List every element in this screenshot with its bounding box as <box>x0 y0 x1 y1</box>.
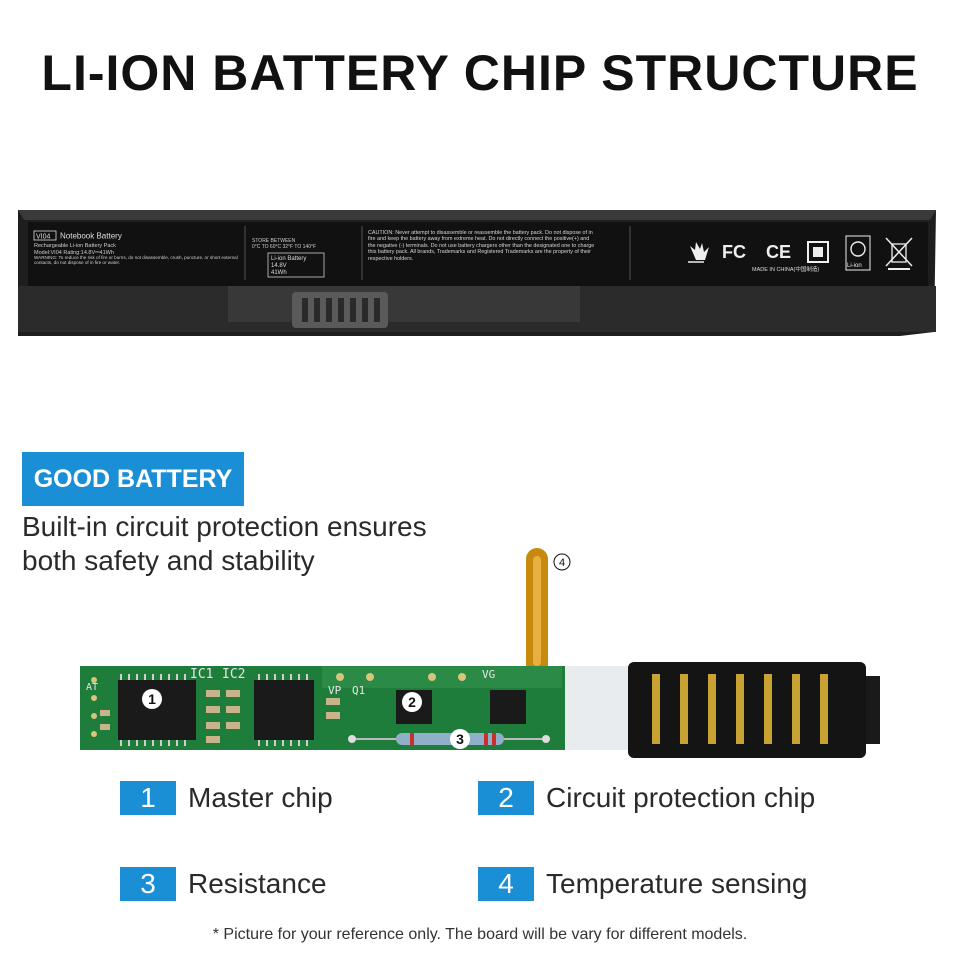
label-ic1: IC1 <box>190 667 213 682</box>
store-range: 0°C TO 60°C 32°F TO 140°F <box>252 244 316 250</box>
footnote: * Picture for your reference only. The b… <box>212 926 748 943</box>
label-at: AT <box>86 682 98 693</box>
voltage-box-line3: 41Wh <box>271 270 287 276</box>
legend-number-3: 3 <box>120 867 176 901</box>
legend-number-1: 1 <box>120 781 176 815</box>
battery-model-rating: Model:VI04 Rating:14.8V⎓41Wh <box>34 250 114 256</box>
legend-label-circuit-protection-chip: Circuit protection chip <box>546 782 816 813</box>
li-ion-mark: Li-ion <box>847 263 862 269</box>
legend-number-4: 4 <box>478 867 534 901</box>
crossed-bin-icon <box>885 237 913 270</box>
subtitle-line-2: both safety and stability <box>22 545 315 576</box>
marker-4: 4 <box>559 557 565 569</box>
subtitle-line-1: Built-in circuit protection ensures <box>22 511 427 542</box>
marker-3: 3 <box>456 731 464 747</box>
good-battery-badge: GOOD BATTERY <box>22 452 244 506</box>
battery-model-box: VI04 <box>36 234 51 241</box>
battery-name: Notebook Battery <box>60 232 122 241</box>
page-title: LI-ION BATTERY CHIP STRUCTURE <box>41 45 919 101</box>
ce-mark: CE <box>766 242 791 262</box>
pcb-board-image: IC1 IC2 VP Q1 VG AT 1 2 3 4 <box>0 540 960 770</box>
battery-image: VI04 Notebook Battery Rechargeable Li-io… <box>0 200 960 350</box>
legend-number-2: 2 <box>478 781 534 815</box>
voltage-box-line1: Li-ion Battery <box>271 256 306 262</box>
battery-warning: WARNING: To reduce the risk of fire or b… <box>34 255 238 266</box>
legend-item-2: 2 Circuit protection chip <box>478 781 815 815</box>
store-title: STORE BETWEEN <box>252 238 296 244</box>
label-ic2: IC2 <box>222 667 245 682</box>
caution-text: CAUTION: Never attempt to disassemble or… <box>368 230 595 262</box>
label-vg: VG <box>482 668 495 681</box>
legend-item-1: 1 Master chip <box>120 781 333 815</box>
battery-type: Rechargeable Li-ion Battery Pack <box>34 243 116 249</box>
marker-1: 1 <box>148 691 156 707</box>
legend-item-4: 4 Temperature sensing <box>478 867 807 901</box>
label-vp: VP <box>328 684 342 697</box>
legend-label-master-chip: Master chip <box>188 782 333 813</box>
marker-2: 2 <box>408 694 416 710</box>
ccc-mark-icon <box>807 241 829 263</box>
subtitle: Built-in circuit protection ensures both… <box>22 510 482 578</box>
flame-warning-icon <box>688 242 709 263</box>
legend-label-resistance: Resistance <box>188 868 327 899</box>
voltage-box-line2: 14.8V <box>271 263 287 269</box>
made-in-label: MADE IN CHINA(中国制造) <box>752 265 819 273</box>
fc-mark: FC <box>722 242 746 262</box>
legend-label-temperature-sensing: Temperature sensing <box>546 868 808 899</box>
recycle-icon <box>845 235 871 271</box>
legend-item-3: 3 Resistance <box>120 867 327 901</box>
label-q1: Q1 <box>352 684 365 697</box>
